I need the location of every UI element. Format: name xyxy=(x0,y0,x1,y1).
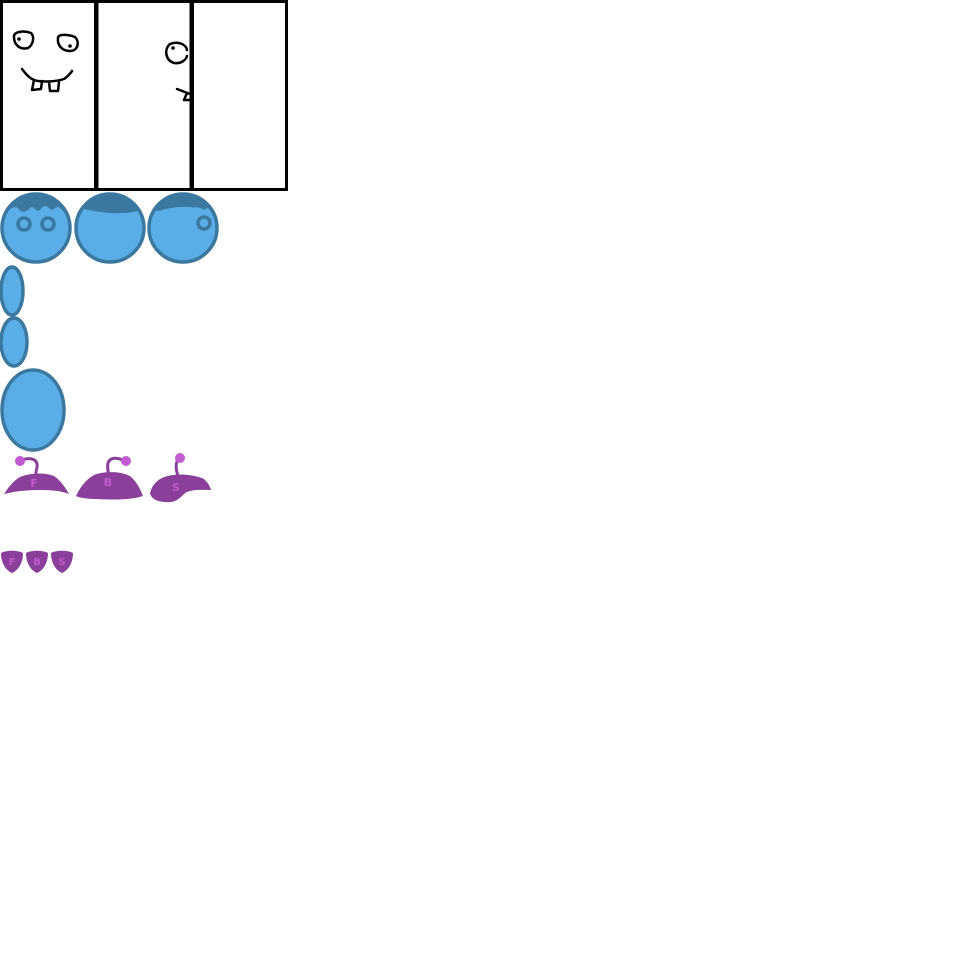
body-parts xyxy=(0,265,66,452)
badge-back-icon: B xyxy=(26,550,48,573)
right-eye xyxy=(56,33,79,53)
limb-medium-icon xyxy=(0,316,29,368)
face-side-icon xyxy=(165,41,192,102)
tooth-right xyxy=(47,80,61,93)
cap-antenna xyxy=(19,457,39,478)
badge-letter: S xyxy=(58,557,65,568)
caps: F B S xyxy=(4,453,211,503)
cap-knob xyxy=(175,453,185,463)
cap-side-icon: S xyxy=(150,453,211,503)
head-side-icon xyxy=(147,192,219,264)
side-tooth xyxy=(182,91,192,102)
panel-frame xyxy=(0,0,97,191)
right-pupil xyxy=(68,44,72,48)
badge-letter: F xyxy=(9,557,16,568)
side-eye xyxy=(165,41,189,65)
panel-frame xyxy=(191,0,288,191)
right-eye-socket xyxy=(40,216,56,232)
face-front-icon xyxy=(12,30,79,93)
badges: F B S xyxy=(1,550,73,573)
face-panel-front xyxy=(0,0,97,191)
left-eye xyxy=(12,30,35,50)
cap-front-icon: F xyxy=(4,456,69,494)
side-pupil xyxy=(171,46,175,50)
limb-small-icon xyxy=(0,265,25,317)
badge-letter: B xyxy=(33,557,41,568)
heads xyxy=(0,192,219,264)
left-eye-socket xyxy=(16,216,32,232)
torso-icon xyxy=(0,368,66,452)
cap-back-icon: B xyxy=(76,456,143,500)
face-panel-side xyxy=(95,0,193,191)
cap-dome xyxy=(4,473,69,494)
cap-dome xyxy=(76,472,143,500)
face-panels xyxy=(0,0,288,191)
cap-dome xyxy=(150,474,211,503)
cap-knob xyxy=(15,456,25,466)
cap-letter: S xyxy=(172,481,180,494)
cap-knob xyxy=(121,456,131,466)
face-panel-back xyxy=(191,0,288,191)
mouth xyxy=(20,67,74,83)
cap-letter: F xyxy=(30,477,38,490)
head-front-icon xyxy=(0,192,72,264)
left-pupil xyxy=(17,37,21,41)
side-eye-socket xyxy=(196,215,212,231)
cap-antenna xyxy=(106,456,126,477)
panel-frame xyxy=(95,0,193,191)
cap-letter: B xyxy=(104,476,112,489)
badge-side-icon: S xyxy=(51,550,73,573)
badge-front-icon: F xyxy=(1,550,23,573)
head-back-icon xyxy=(74,192,146,264)
tooth-left xyxy=(30,78,44,92)
